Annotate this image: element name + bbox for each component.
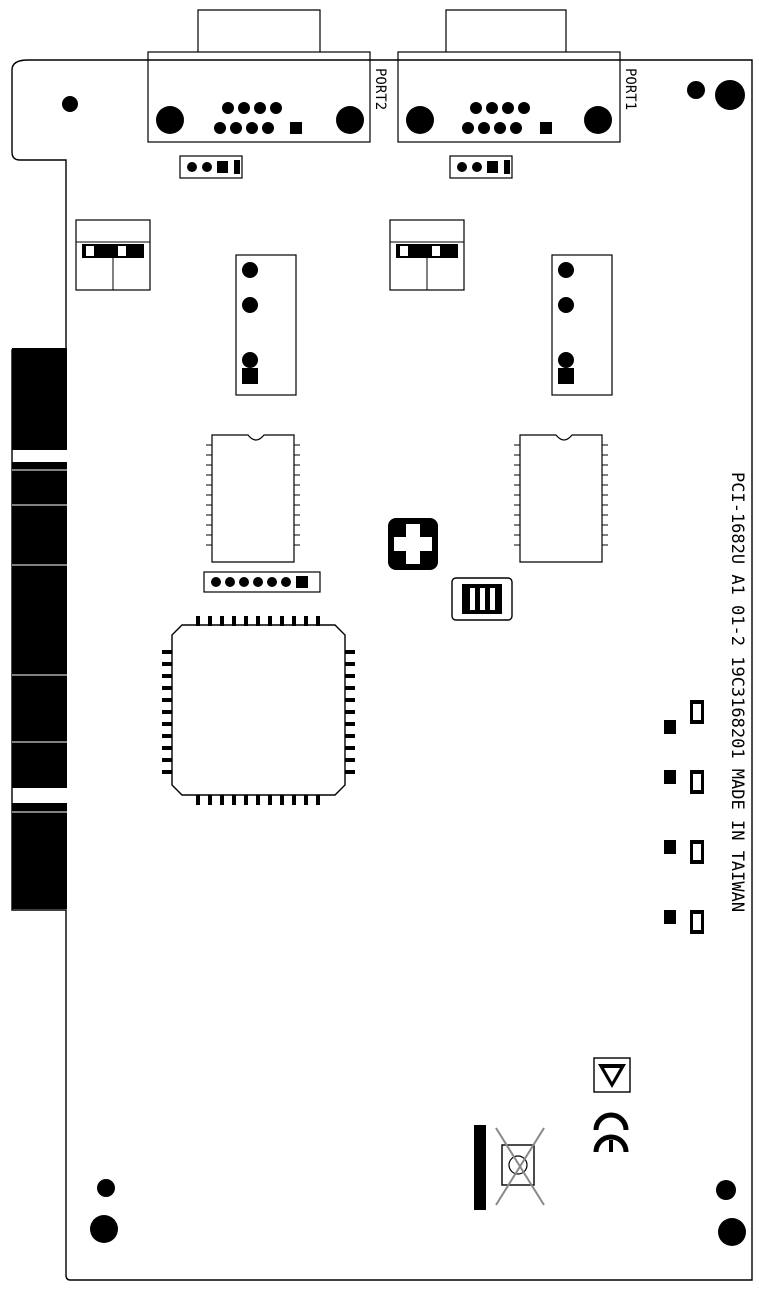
qfp-chip xyxy=(162,616,355,805)
smd-ic xyxy=(451,577,513,621)
pin-header xyxy=(203,571,321,593)
ce-mark-icon xyxy=(593,1112,629,1153)
board-outline xyxy=(11,59,753,1281)
mounting-holes xyxy=(62,80,746,1246)
ic-u2 xyxy=(206,434,300,563)
smd-components xyxy=(664,700,704,934)
port1-label: PORT1 xyxy=(622,68,638,110)
port2-connector xyxy=(147,9,371,143)
jumper-jp3 xyxy=(179,155,243,179)
board-silkscreen: PCI-1682U A1 01-2 19C3168201 MADE IN TAI… xyxy=(727,472,747,912)
terminal-block-right xyxy=(551,254,613,396)
esd-warning-icon xyxy=(593,1057,631,1093)
switch-block-right xyxy=(389,219,465,291)
port2-label: PORT2 xyxy=(372,68,388,110)
port1-connector xyxy=(397,9,621,143)
ic-u3 xyxy=(514,434,608,563)
pci-edge-connector xyxy=(12,348,67,909)
jumper-jp4 xyxy=(449,155,513,179)
terminal-block-left xyxy=(235,254,297,396)
oscillator xyxy=(388,518,438,570)
weee-crossed-bin-icon xyxy=(474,1125,545,1210)
switch-block-left xyxy=(75,219,151,291)
